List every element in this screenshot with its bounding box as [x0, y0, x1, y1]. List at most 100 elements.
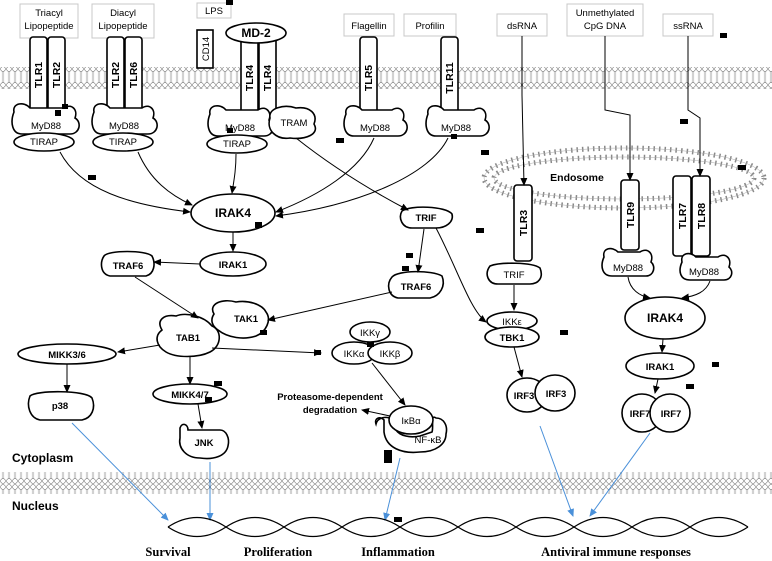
plasma-membrane [0, 67, 772, 89]
tlr11-label: TLR11 [444, 62, 456, 94]
p38-label: p38 [52, 401, 68, 412]
ligand-box-lps [196, 2, 232, 19]
tlr1-label: TLR1 [33, 62, 45, 88]
ligand-profilin: Profilin [415, 21, 444, 32]
traf6-label-1: TRAF6 [113, 261, 144, 272]
irak1-label: IRAK1 [219, 260, 248, 271]
myd88-label-2: MyD88 [109, 121, 139, 132]
tab1 [156, 313, 221, 358]
tirap-label-2: TIRAP [109, 137, 137, 148]
myd88-label-1: MyD88 [31, 121, 61, 132]
irak1-label-2: IRAK1 [646, 362, 675, 373]
proteasome-line1: Proteasome-dependent [277, 392, 383, 403]
tirap-label-1: TIRAP [30, 137, 58, 148]
md2-label: MD-2 [241, 26, 271, 40]
tbk1 [484, 326, 540, 348]
tlr6-label: TLR6 [128, 62, 140, 88]
tram-adaptor [268, 105, 317, 140]
irf3-b [534, 374, 576, 412]
ikba-label: IκBα [401, 416, 421, 427]
myd88-label-7: MyD88 [689, 267, 719, 278]
ikk-gamma-label: IKKγ [360, 328, 380, 339]
myd88-adaptor-7 [679, 252, 733, 281]
tlr8-label: TLR8 [696, 203, 708, 229]
jnk [178, 423, 230, 460]
nfkb-label: NF-κB [415, 435, 442, 446]
ligand-ssrna: ssRNA [673, 21, 703, 32]
myd88-label-4: MyD88 [360, 123, 390, 134]
irak4-label-2: IRAK4 [647, 311, 683, 325]
tab1-label: TAB1 [176, 333, 201, 344]
irf3-label-b: IRF3 [546, 389, 567, 400]
myd88-adaptor-1 [11, 103, 80, 135]
tlr7-label: TLR7 [677, 203, 689, 229]
ligand-triacyl-line2: Lipopeptide [24, 21, 73, 32]
dna-helix [167, 517, 749, 537]
irf3-label-a: IRF3 [514, 391, 535, 402]
jnk-label: JNK [194, 438, 213, 449]
tlr2-label-b: TLR2 [110, 62, 122, 88]
tlr9-label: TLR9 [625, 202, 637, 228]
traf6-label-2: TRAF6 [401, 282, 432, 293]
p38 [27, 390, 95, 421]
mikk36-label: MIKK3/6 [48, 350, 85, 361]
myd88-adaptor-2 [91, 103, 158, 135]
tbk1-label: TBK1 [500, 333, 526, 344]
ikk-alpha-label: IKKα [344, 349, 365, 360]
tak1-label: TAK1 [234, 314, 259, 325]
myd88-adaptor-6 [601, 247, 655, 277]
myd88-adaptor-5 [425, 105, 490, 137]
irf7-label-b: IRF7 [661, 409, 682, 420]
ligand-diacyl-line2: Lipopeptide [98, 21, 147, 32]
ligand-lps: LPS [205, 6, 223, 17]
irak1-endosomal [625, 352, 695, 380]
irf7-b [649, 393, 691, 433]
ligand-box-triacyl [19, 3, 79, 39]
signal-arrows [59, 36, 711, 429]
cytoplasm-label: Cytoplasm [12, 451, 73, 465]
trif-endosomal [486, 262, 543, 285]
black-markers [55, 0, 746, 522]
tirap-1 [13, 132, 75, 152]
tlr4-label-a: TLR4 [244, 65, 256, 91]
outcome-inflammation: Inflammation [361, 545, 435, 559]
ligand-box-profilin [403, 13, 457, 37]
trif-label-1: TRIF [415, 213, 436, 224]
tirap-label-3: TIRAP [223, 139, 251, 150]
md2-ellipse [225, 22, 287, 44]
trif-cytoplasm [399, 206, 454, 229]
nuclear-arrows [71, 422, 651, 521]
traf6-left [100, 250, 155, 277]
nuclear-membrane [0, 472, 772, 494]
ligand-triacyl-line1: Triacyl [35, 8, 63, 19]
cd14-box [196, 29, 214, 69]
irf7-label-a: IRF7 [630, 409, 651, 420]
myd88-label-3: MyD88 [225, 123, 255, 134]
ligand-box-cpg [566, 3, 644, 37]
cd14-label: CD14 [201, 37, 212, 61]
proteasome-line2: degradation [303, 405, 358, 416]
nucleus-label: Nucleus [12, 499, 59, 513]
ikk-beta-label: IKKβ [380, 349, 401, 360]
ligand-dsrna: dsRNA [507, 21, 538, 32]
tirap-2 [92, 132, 154, 152]
tlr5-label: TLR5 [363, 65, 375, 91]
tlr2-label-a: TLR2 [51, 62, 63, 88]
ikk-epsilon-label: IKKε [502, 317, 522, 328]
myd88-label-6: MyD88 [613, 263, 643, 274]
outcome-survival: Survival [145, 545, 191, 559]
endosome-label: Endosome [550, 172, 604, 184]
myd88-label-5: MyD88 [441, 123, 471, 134]
tlr4-label-b: TLR4 [262, 65, 274, 91]
ligand-flagellin: Flagellin [351, 21, 386, 32]
ligand-cpg-line1: Unmethylated [576, 8, 635, 19]
ligand-box-flagellin [343, 13, 395, 37]
irak4-label: IRAK4 [215, 206, 251, 220]
outcome-proliferation: Proliferation [244, 545, 313, 559]
tirap-3 [206, 134, 268, 154]
ikk-beta [367, 341, 413, 365]
myd88-adaptor-4 [343, 105, 408, 137]
ligand-cpg-line2: CpG DNA [584, 21, 627, 32]
outcome-antiviral: Antiviral immune responses [541, 545, 691, 559]
